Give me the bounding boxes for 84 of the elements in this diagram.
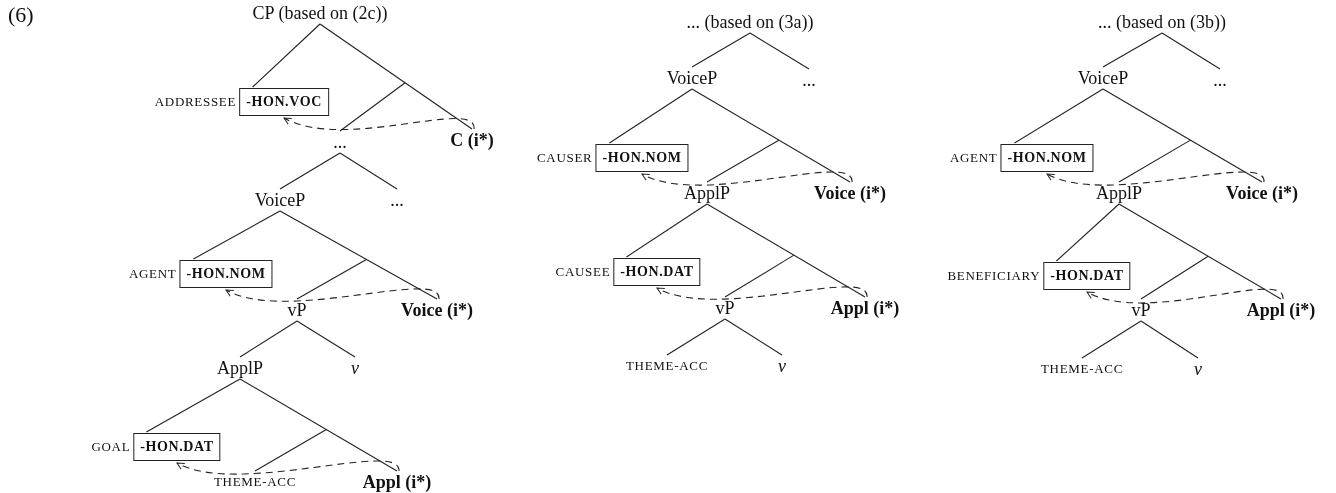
tree-branch (145, 378, 241, 433)
dashed-arrow (176, 460, 400, 475)
role-label: CAUSER (536, 150, 593, 166)
node-label: v (1194, 359, 1202, 379)
boxed-label: -HON.VOC (239, 88, 329, 116)
dashed-arrow (283, 116, 475, 131)
tree-branch (706, 139, 780, 183)
node-label: ... (390, 190, 404, 210)
tree-branch (239, 378, 398, 472)
head-label: Voice (i*) (814, 183, 886, 203)
tree-branch (625, 203, 708, 258)
role-label: GOAL (91, 439, 131, 455)
node-label: ... (based on (3a)) (686, 12, 814, 32)
boxed-label: -HON.DAT (613, 258, 701, 286)
node-label: ApplP (684, 183, 730, 203)
tree-branch (1118, 139, 1191, 183)
node-label: vP (715, 298, 735, 318)
node-label: ApplP (1096, 183, 1142, 203)
dashed-arrow (225, 288, 440, 302)
role-label: BENEFICIARY (947, 268, 1041, 284)
tree-branch (1161, 32, 1221, 70)
node-label: VoiceP (1077, 68, 1129, 88)
dashed-arrow (656, 286, 868, 300)
node-label: ... (based on (3b)) (1098, 12, 1226, 32)
dashed-arrow (641, 171, 853, 186)
tree-branch (1013, 88, 1104, 144)
node-label: THEME-ACC (625, 356, 709, 376)
head-label: C (i*) (450, 130, 494, 150)
node-label: VoiceP (254, 190, 306, 210)
head-label: Appl (i*) (830, 298, 900, 318)
node-label: ... (333, 132, 347, 152)
head-label: Voice (i*) (1226, 183, 1298, 203)
node-label: THEME-ACC (1040, 359, 1124, 379)
boxed-label: -HON.NOM (1000, 144, 1094, 172)
node-label: ApplP (217, 358, 263, 378)
node-label: vP (1131, 300, 1151, 320)
dashed-arrow (1046, 171, 1265, 186)
boxed-label: -HON.DAT (1043, 262, 1131, 290)
tree-branch (706, 203, 866, 298)
tree-branch (339, 152, 398, 190)
tree-branch (1102, 32, 1163, 68)
role-label: AGENT (128, 266, 177, 282)
tree-branch (691, 88, 851, 183)
tree-branch (252, 23, 321, 88)
node-label: VoiceP (666, 68, 718, 88)
tree-branch (339, 82, 406, 132)
role-label: ADDRESSEE (154, 94, 237, 110)
tree-branch (691, 32, 751, 68)
tree-branch (666, 318, 726, 356)
tree-branch (1140, 255, 1209, 300)
node-label: CP (based on (2c)) (252, 3, 388, 23)
boxed-label: -HON.DAT (133, 433, 221, 461)
tree-branch (1102, 88, 1263, 183)
boxed-label: -HON.NOM (595, 144, 689, 172)
tree-branch (1055, 203, 1120, 262)
head-label: Appl (i*) (362, 472, 432, 492)
tree-branch (1118, 203, 1282, 300)
node-label: ... (1213, 70, 1227, 90)
tree-branch (296, 258, 367, 300)
boxed-label: -HON.NOM (179, 260, 273, 288)
tree-branch (279, 152, 341, 190)
tree-branch (254, 429, 327, 472)
tree-branch (239, 320, 298, 358)
tree-branch (749, 32, 810, 70)
head-label: Voice (i*) (401, 300, 473, 320)
node-label: ... (802, 70, 816, 90)
tree-branch (724, 254, 795, 298)
node-label: v (778, 356, 786, 376)
node-label: v (351, 358, 359, 378)
example-number: (6) (8, 2, 34, 28)
node-label: vP (287, 300, 307, 320)
tree-branch (296, 320, 356, 358)
tree-branch (1081, 320, 1142, 359)
node-label: THEME-ACC (213, 472, 297, 492)
tree-branch (724, 318, 783, 356)
head-label: Appl (i*) (1246, 300, 1316, 320)
tree-branch (319, 23, 473, 130)
role-label: CAUSEE (555, 264, 611, 280)
tree-branch (1140, 320, 1199, 359)
tree-branch (608, 88, 693, 144)
dashed-arrow (1086, 288, 1284, 304)
tree-branch (279, 210, 438, 300)
role-label: AGENT (949, 150, 998, 166)
tree-branch (192, 210, 281, 260)
